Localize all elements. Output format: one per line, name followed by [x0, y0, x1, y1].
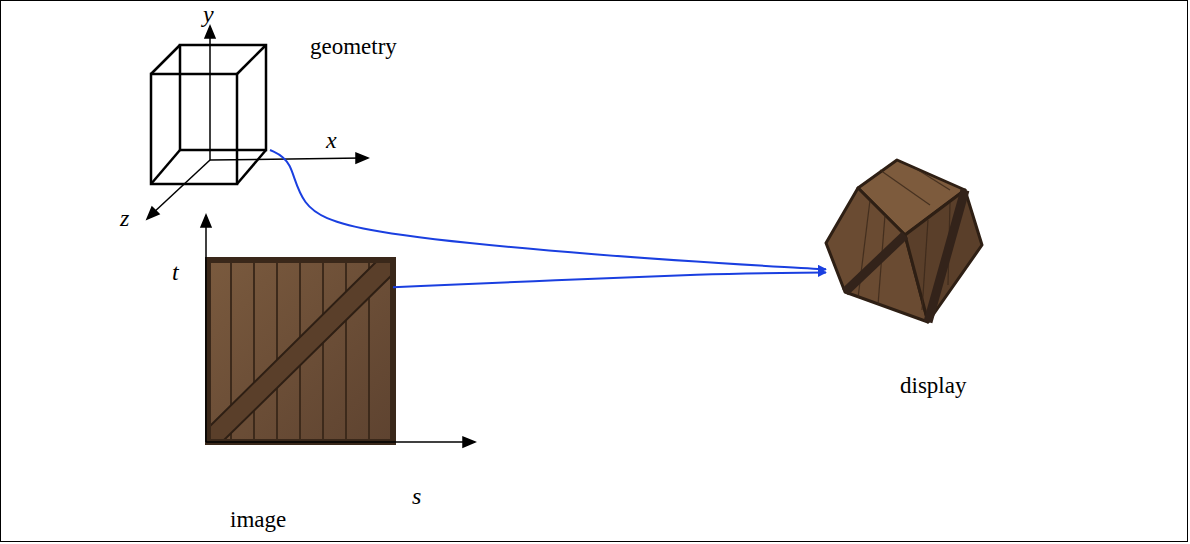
mapping-arrow	[270, 150, 826, 269]
figure-label: image	[230, 508, 286, 531]
axis-label: t	[172, 260, 179, 284]
crate-texture	[208, 260, 393, 442]
figure-label: geometry	[310, 35, 397, 58]
figure-label: display	[900, 374, 966, 397]
axis-label: y	[203, 2, 214, 26]
axis-label: s	[412, 484, 421, 508]
mapping-arrow	[393, 273, 826, 288]
axis-label: z	[120, 206, 129, 230]
figure-region: display	[826, 158, 982, 324]
axis-label: x	[326, 128, 337, 152]
axes-st	[201, 215, 475, 447]
figure-region: image	[208, 260, 393, 442]
wire-cube	[151, 45, 266, 184]
figure-region: geometry	[150, 45, 270, 185]
textured-cube	[826, 160, 982, 322]
